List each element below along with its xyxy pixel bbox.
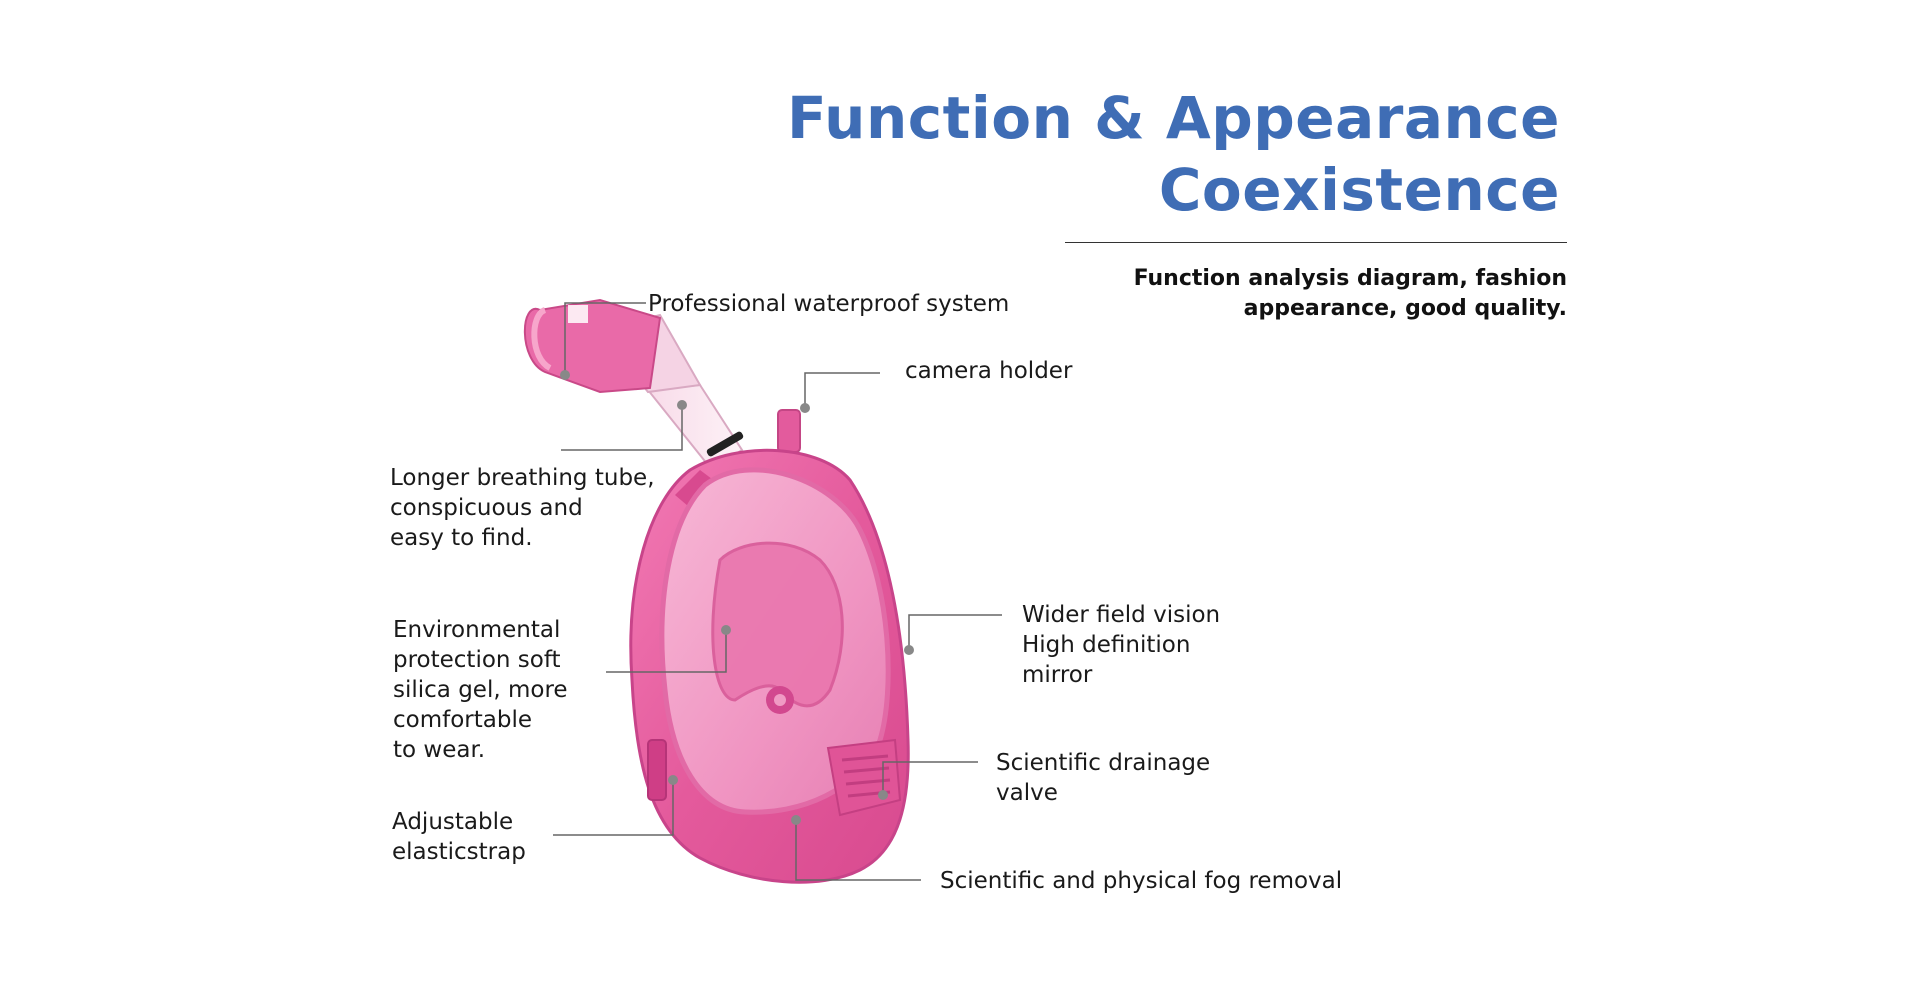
callout-tube-line-2: conspicuous and [390,495,583,521]
callout-fog-removal: Scientific and physical fog removal [940,866,1342,896]
callout-camera-holder-text: camera holder [905,358,1073,384]
callout-drainage-line-1: Scientific drainage [996,750,1211,776]
title-divider [1065,242,1567,243]
callout-waterproof-text: Professional waterproof system [648,291,1010,317]
callout-fog-text: Scientific and physical fog removal [940,868,1343,894]
callout-vision-line-3: mirror [1022,662,1093,688]
callout-breathing-tube: Longer breathing tube, conspicuous and e… [390,463,655,553]
page-title: Function & Appearance Coexistence [660,82,1560,226]
callout-dots [560,370,914,825]
title-line-2: Coexistence [1158,156,1560,224]
callout-strap-line-2: elasticstrap [392,839,526,865]
callout-strap-line-1: Adjustable [392,809,514,835]
callout-silica-line-3: silica gel, more [393,677,568,703]
callout-camera-holder: camera holder [905,356,1072,386]
callout-tube-line-3: easy to find. [390,525,533,551]
callout-silica-line-5: to wear. [393,737,486,763]
callout-waterproof: Professional waterproof system [648,289,1009,319]
callout-silica-gel: Environmental protection soft silica gel… [393,615,568,765]
page-subtitle: Function analysis diagram, fashion appea… [1047,264,1567,324]
callout-tube-line-1: Longer breathing tube, [390,465,655,491]
callout-silica-line-2: protection soft [393,647,561,673]
callout-strap: Adjustable elasticstrap [392,807,526,867]
callout-leaders [553,302,1002,881]
subtitle-line-1: Function analysis diagram, fashion [1133,266,1567,291]
callout-vision-line-1: Wider field vision [1022,602,1221,628]
title-line-1: Function & Appearance [786,84,1560,152]
callout-silica-line-1: Environmental [393,617,561,643]
callout-drainage-line-2: valve [996,780,1058,806]
full-face-snorkel-mask-icon [523,298,910,884]
callout-field-vision: Wider field vision High definition mirro… [1022,600,1220,690]
callout-silica-line-4: comfortable [393,707,532,733]
callout-drainage-valve: Scientific drainage valve [996,748,1210,808]
subtitle-line-2: appearance, good quality. [1243,296,1567,321]
callout-vision-line-2: High definition [1022,632,1191,658]
